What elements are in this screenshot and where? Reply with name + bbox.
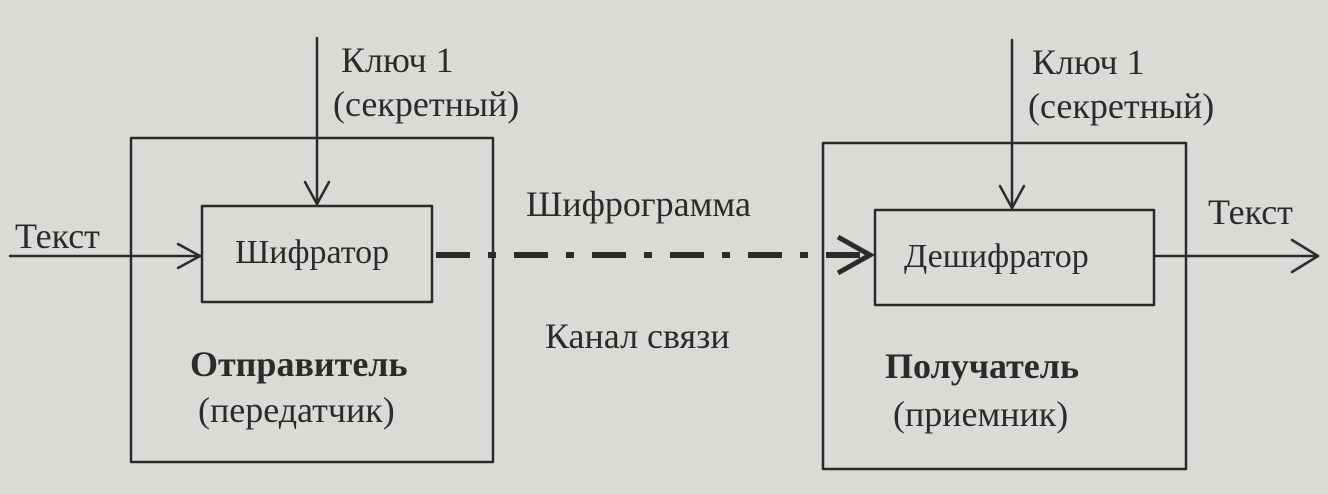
output-text-label: Текст	[1208, 192, 1293, 232]
channel-label: Канал связи	[545, 316, 730, 356]
receiver-name: Получатель	[885, 346, 1079, 386]
cipher-label: Шифрограмма	[526, 184, 751, 224]
sender-name: Отправитель	[190, 344, 408, 384]
input-arrow	[8, 242, 202, 270]
receiver-box	[821, 141, 1188, 471]
receiver-key-type: (секретный)	[1028, 86, 1215, 126]
decryptor-label: Дешифратор	[904, 238, 1089, 275]
output-arrow	[1153, 238, 1320, 274]
channel-line	[436, 234, 876, 276]
receiver-key-arrow	[998, 38, 1026, 210]
encryptor-label: Шифратор	[235, 234, 390, 271]
input-text-label: Текст	[15, 216, 100, 256]
receiver-subtitle: (приемник)	[893, 394, 1069, 434]
decryptor-box	[873, 208, 1156, 307]
encryptor-box	[200, 204, 434, 304]
sender-box	[129, 136, 495, 464]
receiver-key-label: Ключ 1	[1032, 42, 1145, 82]
sender-key-type: (секретный)	[333, 84, 520, 124]
sender-key-label: Ключ 1	[341, 40, 454, 80]
sender-key-arrow	[303, 36, 331, 206]
sender-subtitle: (передатчик)	[198, 390, 395, 430]
